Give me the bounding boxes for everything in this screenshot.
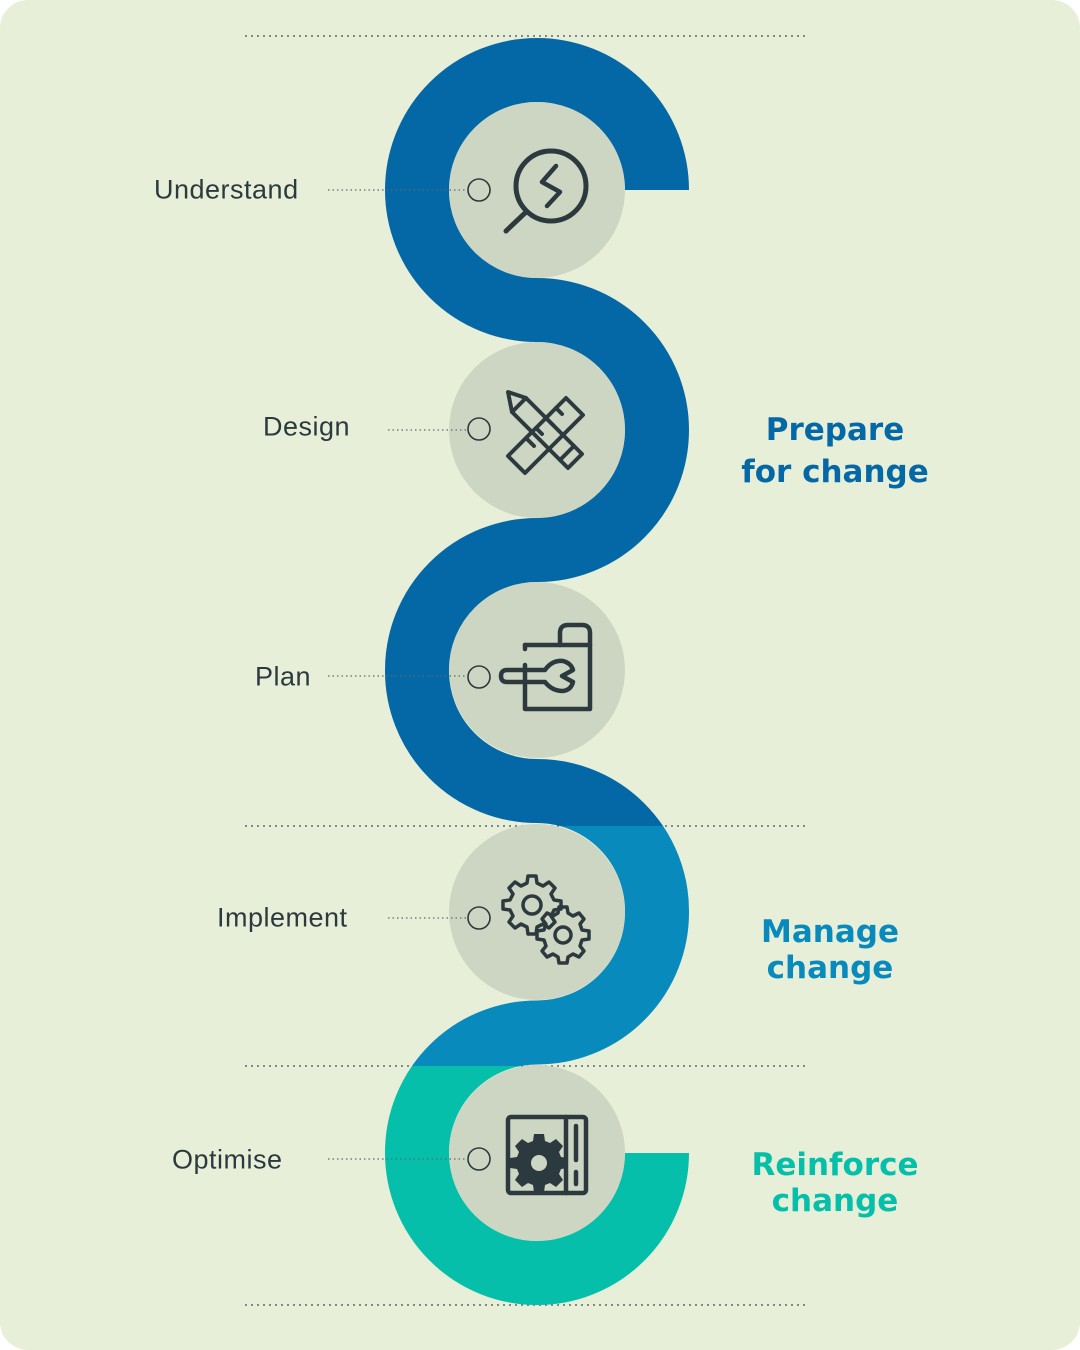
phase-label-manage: Manage change (761, 914, 899, 986)
marker-optimise (467, 1147, 491, 1171)
step-circle-understand (449, 102, 625, 278)
step-label-implement: Implement (217, 902, 348, 933)
phase-label-prepare: Prepare for change (741, 412, 929, 490)
marker-circles (467, 178, 491, 1171)
band-prepare-stroke (384, 38, 690, 826)
marker-understand (467, 178, 491, 202)
phase-prepare-line1: Prepare (765, 412, 905, 448)
settings-book-icon (505, 1114, 589, 1196)
magnifier-icon (503, 148, 589, 234)
step-label-plan: Plan (255, 661, 312, 692)
phase-manage-line2: change (766, 950, 894, 986)
gears-icon (501, 874, 591, 965)
pencil-ruler-icon (506, 390, 585, 475)
settings-book-gear (510, 1134, 568, 1192)
phase-separators (245, 35, 808, 1306)
step-label-optimise: Optimise (172, 1144, 283, 1175)
leader-lines (328, 189, 468, 1160)
document-wrench-icon (498, 622, 593, 712)
marker-design (467, 417, 491, 441)
step-label-understand: Understand (154, 174, 299, 205)
phase-reinforce-line1: Reinforce (751, 1147, 919, 1183)
marker-implement (467, 906, 491, 930)
step-label-design: Design (263, 411, 351, 442)
marker-plan (467, 665, 491, 689)
phase-label-reinforce: Reinforce change (751, 1147, 918, 1219)
phase-prepare-line2: for change (741, 454, 929, 490)
phase-manage-line1: Manage (761, 914, 899, 950)
band-reinforce-stroke (384, 1066, 689, 1305)
band-reinforce (384, 1066, 689, 1305)
phase-reinforce-line2: change (771, 1183, 899, 1219)
band-prepare (384, 38, 690, 826)
